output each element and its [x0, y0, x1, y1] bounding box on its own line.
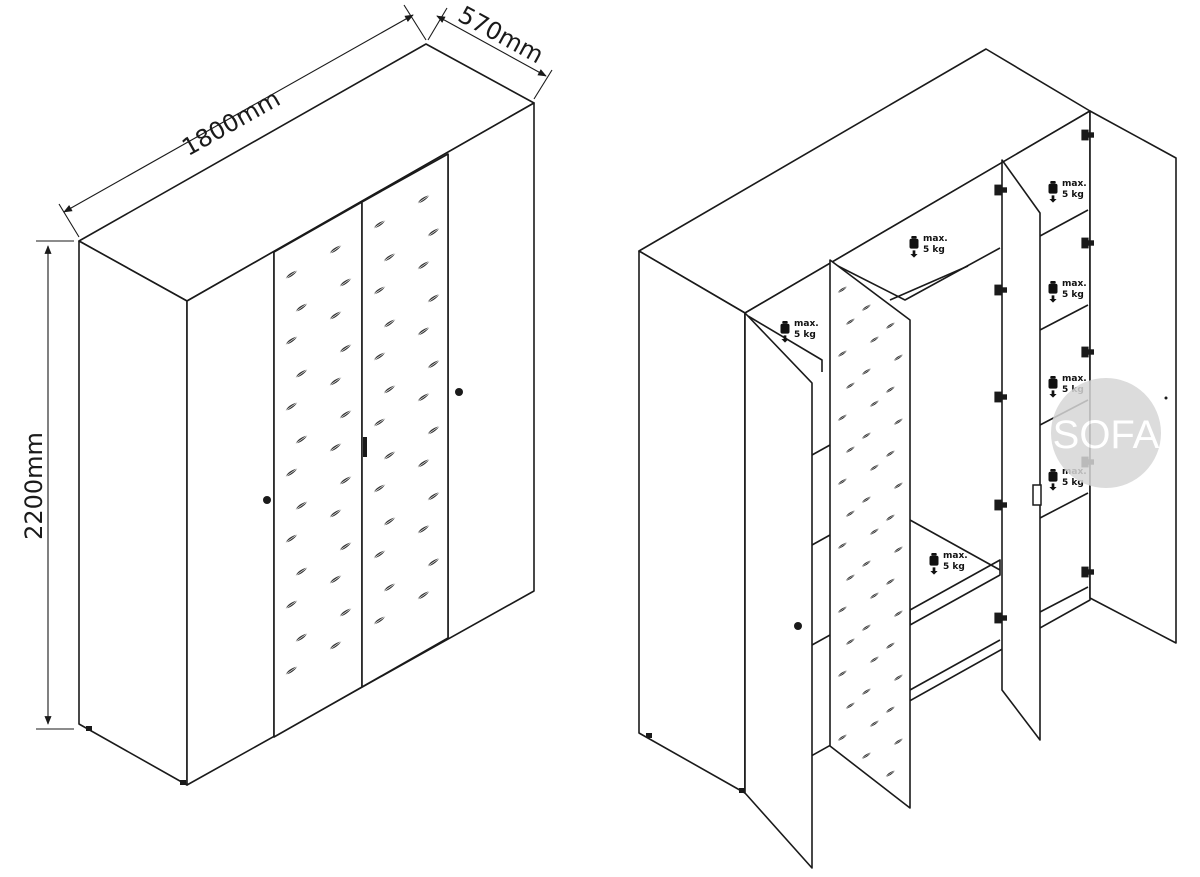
depth-dimension-line [436, 15, 547, 77]
load-kg-label: 5 kg [794, 330, 816, 340]
load-kg-label: 5 kg [943, 562, 965, 572]
door-handle-icon [1032, 484, 1042, 506]
door-decor-right [361, 153, 449, 688]
right-door-open [1089, 110, 1177, 644]
load-kg-label: 5 kg [1062, 190, 1084, 200]
door-knob-icon [455, 388, 463, 396]
load-max-label: max. [943, 551, 968, 561]
door-knob-icon [794, 622, 802, 630]
load-max-label: max. [923, 234, 948, 244]
door-handle-icon [363, 437, 367, 457]
load-kg-label: 5 kg [923, 245, 945, 255]
decor-door-open [829, 259, 911, 809]
open-wardrobe-side [638, 250, 746, 794]
door-decor-left [273, 201, 363, 738]
watermark: SOFA [1051, 378, 1161, 488]
closed-wardrobe: 1800mm 570mm 2200mm [20, 1, 553, 786]
watermark-text: SOFA [1053, 413, 1160, 457]
load-max-label: max. [1062, 179, 1087, 189]
middle-door-open [1001, 159, 1041, 741]
load-max-label: max. [1062, 279, 1087, 289]
load-max-label: max. [1062, 374, 1087, 384]
left-door-open [744, 312, 813, 869]
load-max-label: max. [794, 319, 819, 329]
width-dimension-line [63, 14, 414, 213]
depth-label: 570mm [453, 1, 548, 70]
door-knob-icon [263, 496, 271, 504]
wardrobe-side [78, 240, 188, 786]
load-kg-label: 5 kg [1062, 290, 1084, 300]
load-kg-label: 5 kg [1062, 478, 1084, 488]
height-label: 2200mm [20, 432, 48, 540]
